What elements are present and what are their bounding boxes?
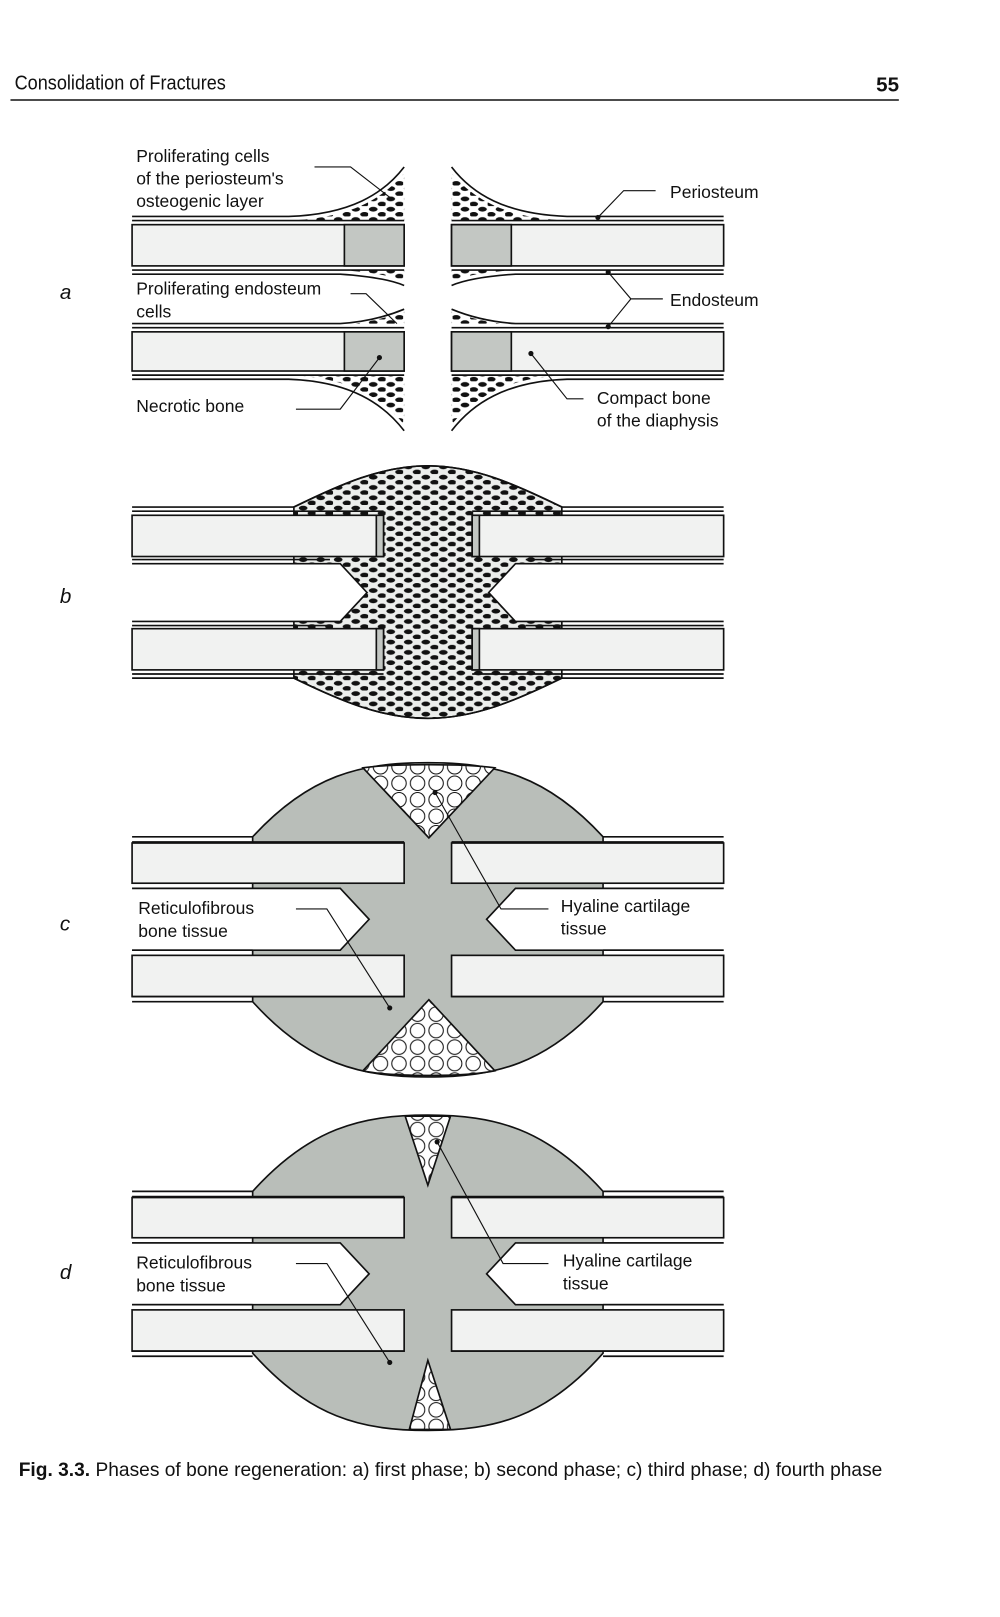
label-necrotic-bone: Necrotic bone — [136, 355, 382, 416]
figure-caption: Fig. 3.3. Phases of bone regeneration: a… — [19, 1459, 883, 1481]
svg-text:of the diaphysis: of the diaphysis — [597, 411, 719, 431]
svg-text:Hyaline cartilage: Hyaline cartilage — [561, 896, 691, 916]
label-c-hyaline: Hyaline cartilage tissue — [432, 789, 691, 939]
panel-c-diagram — [131, 761, 725, 1078]
svg-text:Hyaline cartilage: Hyaline cartilage — [563, 1251, 693, 1271]
panel-d-letter: d — [60, 1261, 72, 1284]
figure-number: Fig. 3.3. — [19, 1459, 90, 1481]
svg-text:tissue: tissue — [561, 919, 607, 939]
cartilage-island-top — [404, 1115, 452, 1188]
svg-text:Reticulofibrous: Reticulofibrous — [138, 898, 254, 918]
panel-b-letter: b — [60, 585, 71, 608]
panel-c-letter: c — [60, 913, 71, 936]
svg-text:Periosteum: Periosteum — [670, 182, 759, 202]
svg-text:cells: cells — [136, 301, 171, 321]
svg-text:osteogenic layer: osteogenic layer — [136, 191, 264, 211]
figure-caption-text: Phases of bone regeneration: a) first ph… — [90, 1459, 882, 1481]
panel-d-diagram — [131, 1114, 725, 1432]
label-endosteum: Endosteum — [605, 269, 759, 330]
svg-text:Endosteum: Endosteum — [670, 290, 759, 310]
svg-text:tissue: tissue — [563, 1273, 609, 1293]
svg-text:bone tissue: bone tissue — [136, 1275, 226, 1295]
label-d-reticulofibrous: Reticulofibrous bone tissue — [136, 1253, 393, 1366]
svg-text:of the periosteum's: of the periosteum's — [136, 168, 284, 188]
cartilage-island-bottom — [361, 998, 497, 1077]
cartilage-island-top — [361, 763, 497, 840]
label-periosteum-cells: Proliferating cells of the periosteum's … — [136, 146, 393, 211]
svg-text:Reticulofibrous: Reticulofibrous — [136, 1253, 252, 1273]
svg-text:Proliferating cells: Proliferating cells — [136, 146, 270, 166]
panel-b-diagram — [131, 465, 725, 720]
label-periosteum: Periosteum — [595, 182, 759, 221]
svg-text:Proliferating endosteum: Proliferating endosteum — [136, 279, 321, 299]
running-title: Consolidation of Fractures — [15, 72, 226, 95]
label-endosteum-cells: Proliferating endosteum cells — [136, 279, 398, 325]
label-d-hyaline: Hyaline cartilage tissue — [434, 1139, 693, 1293]
svg-text:bone tissue: bone tissue — [138, 921, 228, 941]
panel-a-letter: a — [60, 281, 71, 304]
label-compact-bone: Compact bone of the diaphysis — [528, 350, 719, 431]
label-c-reticulofibrous: Reticulofibrous bone tissue — [138, 898, 393, 1011]
svg-text:Necrotic bone: Necrotic bone — [136, 396, 244, 416]
page-number: 55 — [876, 74, 899, 97]
cartilage-island-bottom — [408, 1357, 452, 1431]
svg-text:Compact bone: Compact bone — [597, 388, 711, 408]
